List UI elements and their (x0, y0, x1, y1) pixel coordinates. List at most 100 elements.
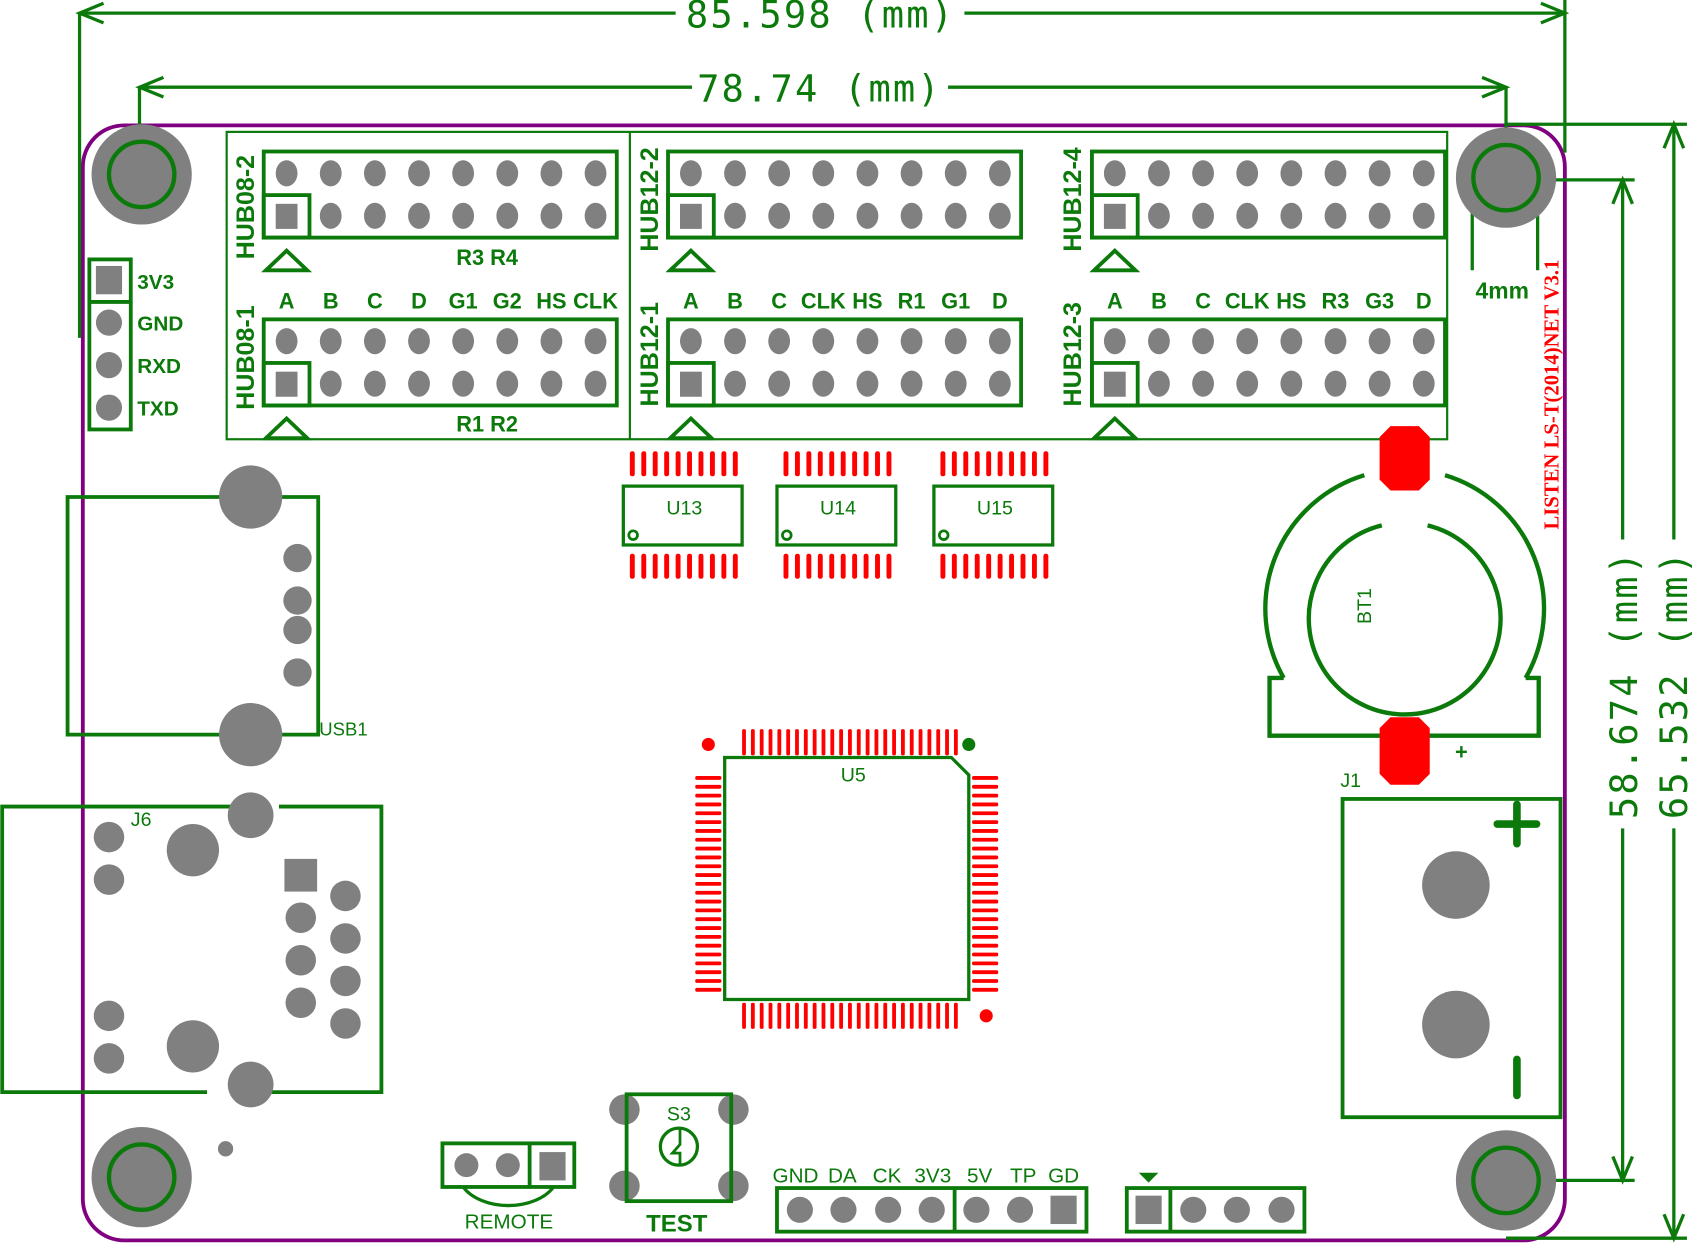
hub12-1-pin-label: D (992, 288, 1008, 313)
bottom-header-pin-label: GND (773, 1165, 819, 1188)
header-pin (900, 328, 923, 355)
header-pin1 (275, 371, 298, 397)
header-pin (319, 370, 342, 397)
hub12-3-pin-label: R3 (1322, 288, 1350, 313)
dimension-hole-width-label: 78.74 (mm) (697, 67, 942, 110)
battery-pad-top (1379, 426, 1430, 491)
dimension-overall-width-label: 85.598 (mm) (686, 0, 955, 36)
battery-holder: BT1 + (1263, 426, 1547, 785)
header-pin (496, 202, 519, 229)
header-pin (496, 370, 519, 397)
dimension-overall-height: 65.532 (mm) (1506, 119, 1696, 1243)
header-pin (768, 160, 791, 187)
header-pin (944, 370, 967, 397)
u5-corner-marker-red (979, 1009, 993, 1023)
board-version-label: LISTEN LS-T(2014)NET V3.1 (1541, 260, 1563, 530)
hub-area-frame (225, 130, 1449, 441)
hub08-1-pin-label: CLK (573, 288, 618, 313)
ic-ref: U15 (977, 497, 1013, 519)
header-pin (856, 370, 879, 397)
hub08-1-pin-label: HS (536, 288, 566, 313)
header-pin (1368, 160, 1391, 187)
bottom-header-pin-label: 3V3 (914, 1165, 951, 1188)
right-header-pin1-marker (1138, 1172, 1159, 1183)
header-pin (680, 160, 702, 187)
ethernet-jack: J6 (0, 792, 384, 1157)
header-pin (768, 202, 791, 229)
header-pin (408, 370, 430, 397)
header-pin (1148, 328, 1170, 355)
header-pin (496, 160, 519, 187)
ic-u5: U5 (695, 729, 999, 1029)
header-pin (856, 160, 879, 187)
header-pin (319, 160, 342, 187)
header-pin (540, 160, 563, 187)
u5-ref: U5 (841, 764, 866, 786)
hub12-1-pin-label: R1 (898, 288, 926, 313)
header-pin1 (275, 203, 298, 229)
header-pin (584, 328, 607, 355)
header-pin (1324, 370, 1347, 397)
header-pin (1324, 328, 1347, 355)
header-pin (275, 160, 298, 187)
header-pin (1236, 202, 1259, 229)
header-pin (944, 202, 967, 229)
header-pin (452, 202, 475, 229)
battery-polarity: + (1455, 740, 1468, 765)
switch-ref: S3 (667, 1103, 691, 1125)
header-pin (812, 370, 835, 397)
pin1-arrow-icon (1089, 248, 1141, 273)
hub12-1-pin-label: G1 (941, 288, 970, 313)
hub12-3-connector (1089, 317, 1447, 441)
header-pin (1368, 370, 1391, 397)
bottom-header-pin-label: 5V (967, 1165, 993, 1188)
header-pin (856, 328, 879, 355)
ic-u13: U13 (621, 451, 744, 579)
bottom-header-pin-label: CK (873, 1165, 902, 1188)
header-pin (812, 160, 835, 187)
header-pin (496, 328, 519, 355)
hub08-1-bottom-label: R1 R2 (456, 412, 518, 437)
header-pin (1368, 202, 1391, 229)
header-pin (363, 160, 386, 187)
header-pin (1236, 160, 1259, 187)
header-pin (1192, 370, 1214, 397)
power-jack-ref: J1 (1340, 770, 1361, 792)
u5-pin1-marker (701, 737, 715, 751)
bottom-header-pin-label: GD (1048, 1165, 1079, 1188)
hub08-1-pin-label: D (411, 288, 427, 313)
usb-connector: USB1 (65, 465, 368, 767)
uart-pin-txd: TXD (137, 397, 178, 420)
header-pin (1324, 160, 1347, 187)
right-header (1124, 1172, 1307, 1234)
header-pin (768, 328, 791, 355)
hub12-1-pin-label: B (727, 288, 743, 313)
header-pin (275, 328, 298, 355)
header-pin (1103, 328, 1126, 355)
header-pin (1192, 328, 1214, 355)
pin1-arrow-icon (261, 248, 313, 273)
header-pin (1280, 202, 1303, 229)
hub12-1-pin-label: CLK (801, 288, 846, 313)
header-pin (1148, 370, 1170, 397)
mounting-hole-bottom-right (1455, 1130, 1557, 1231)
header-pin (856, 202, 879, 229)
header-pin (363, 202, 386, 229)
ic-ref: U14 (820, 497, 856, 519)
header-pin (988, 370, 1011, 397)
ethernet-ref: J6 (131, 809, 152, 831)
header-pin (988, 328, 1011, 355)
usb-ref: USB1 (319, 719, 367, 740)
hub08-1-pin-label: B (323, 288, 339, 313)
header-pin1 (680, 371, 702, 397)
ic-u14: U14 (775, 451, 898, 579)
pin1-arrow-icon (1089, 415, 1141, 441)
hub12-2-connector (665, 149, 1023, 273)
mounting-hole-top-right (1455, 127, 1557, 228)
header-pin (1368, 328, 1391, 355)
header-pin1 (680, 203, 702, 229)
u5-corner-marker (962, 737, 976, 751)
hub08-2-connector (261, 149, 619, 273)
header-pin (900, 370, 923, 397)
header-pin (584, 160, 607, 187)
